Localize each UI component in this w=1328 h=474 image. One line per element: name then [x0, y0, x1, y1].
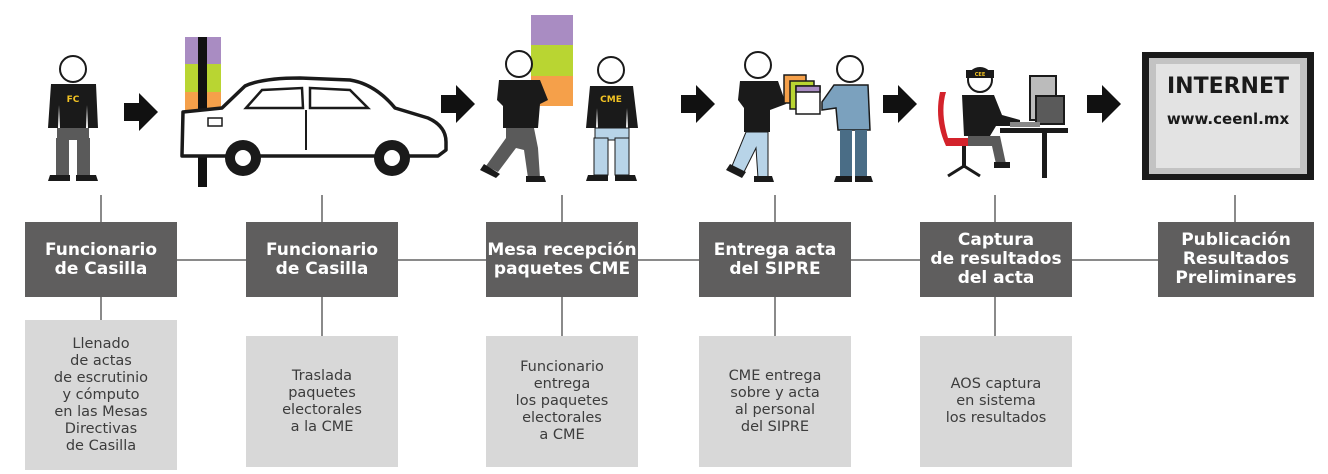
step-title-6: Publicación Resultados Preliminares	[1158, 222, 1314, 297]
arrow-right-icon	[1087, 85, 1121, 123]
arrow-right-icon	[441, 85, 475, 123]
arrow-right-icon	[124, 93, 158, 131]
step-title-3: Mesa recepción paquetes CME	[486, 222, 638, 297]
arrow-right-icon	[681, 85, 715, 123]
arrow-right-icon	[883, 85, 917, 123]
step-description-5: AOS captura en sistema los resultados	[920, 336, 1072, 467]
car-with-packages-icon	[180, 37, 448, 187]
step-title-2: Funcionario de Casilla	[246, 222, 398, 297]
svg-text:CME: CME	[600, 95, 622, 105]
step-title-5: Captura de resultados del acta	[920, 222, 1072, 297]
step-description-4: CME entrega sobre y acta al personal del…	[699, 336, 851, 467]
step-description-2: Traslada paquetes electorales a la CME	[246, 336, 398, 467]
person-fc-icon: FC	[48, 55, 98, 181]
step-description-1: Llenado de actas de escrutinio y cómputo…	[25, 320, 177, 470]
svg-text:FC: FC	[67, 95, 80, 105]
svg-text:CEE: CEE	[975, 72, 986, 78]
step-title-4: Entrega acta del SIPRE	[699, 222, 851, 297]
person-at-computer-icon: CEE	[938, 67, 1068, 178]
monitor-url: www.ceenl.mx	[1166, 110, 1290, 128]
step-description-3: Funcionario entrega los paquetes elector…	[486, 336, 638, 467]
people-exchanging-envelope-icon	[726, 51, 873, 182]
people-handing-packages-icon: CME	[480, 15, 638, 182]
step-title-1: Funcionario de Casilla	[25, 222, 177, 297]
monitor-title: INTERNET	[1166, 74, 1290, 99]
monitor-icon	[1142, 52, 1314, 180]
